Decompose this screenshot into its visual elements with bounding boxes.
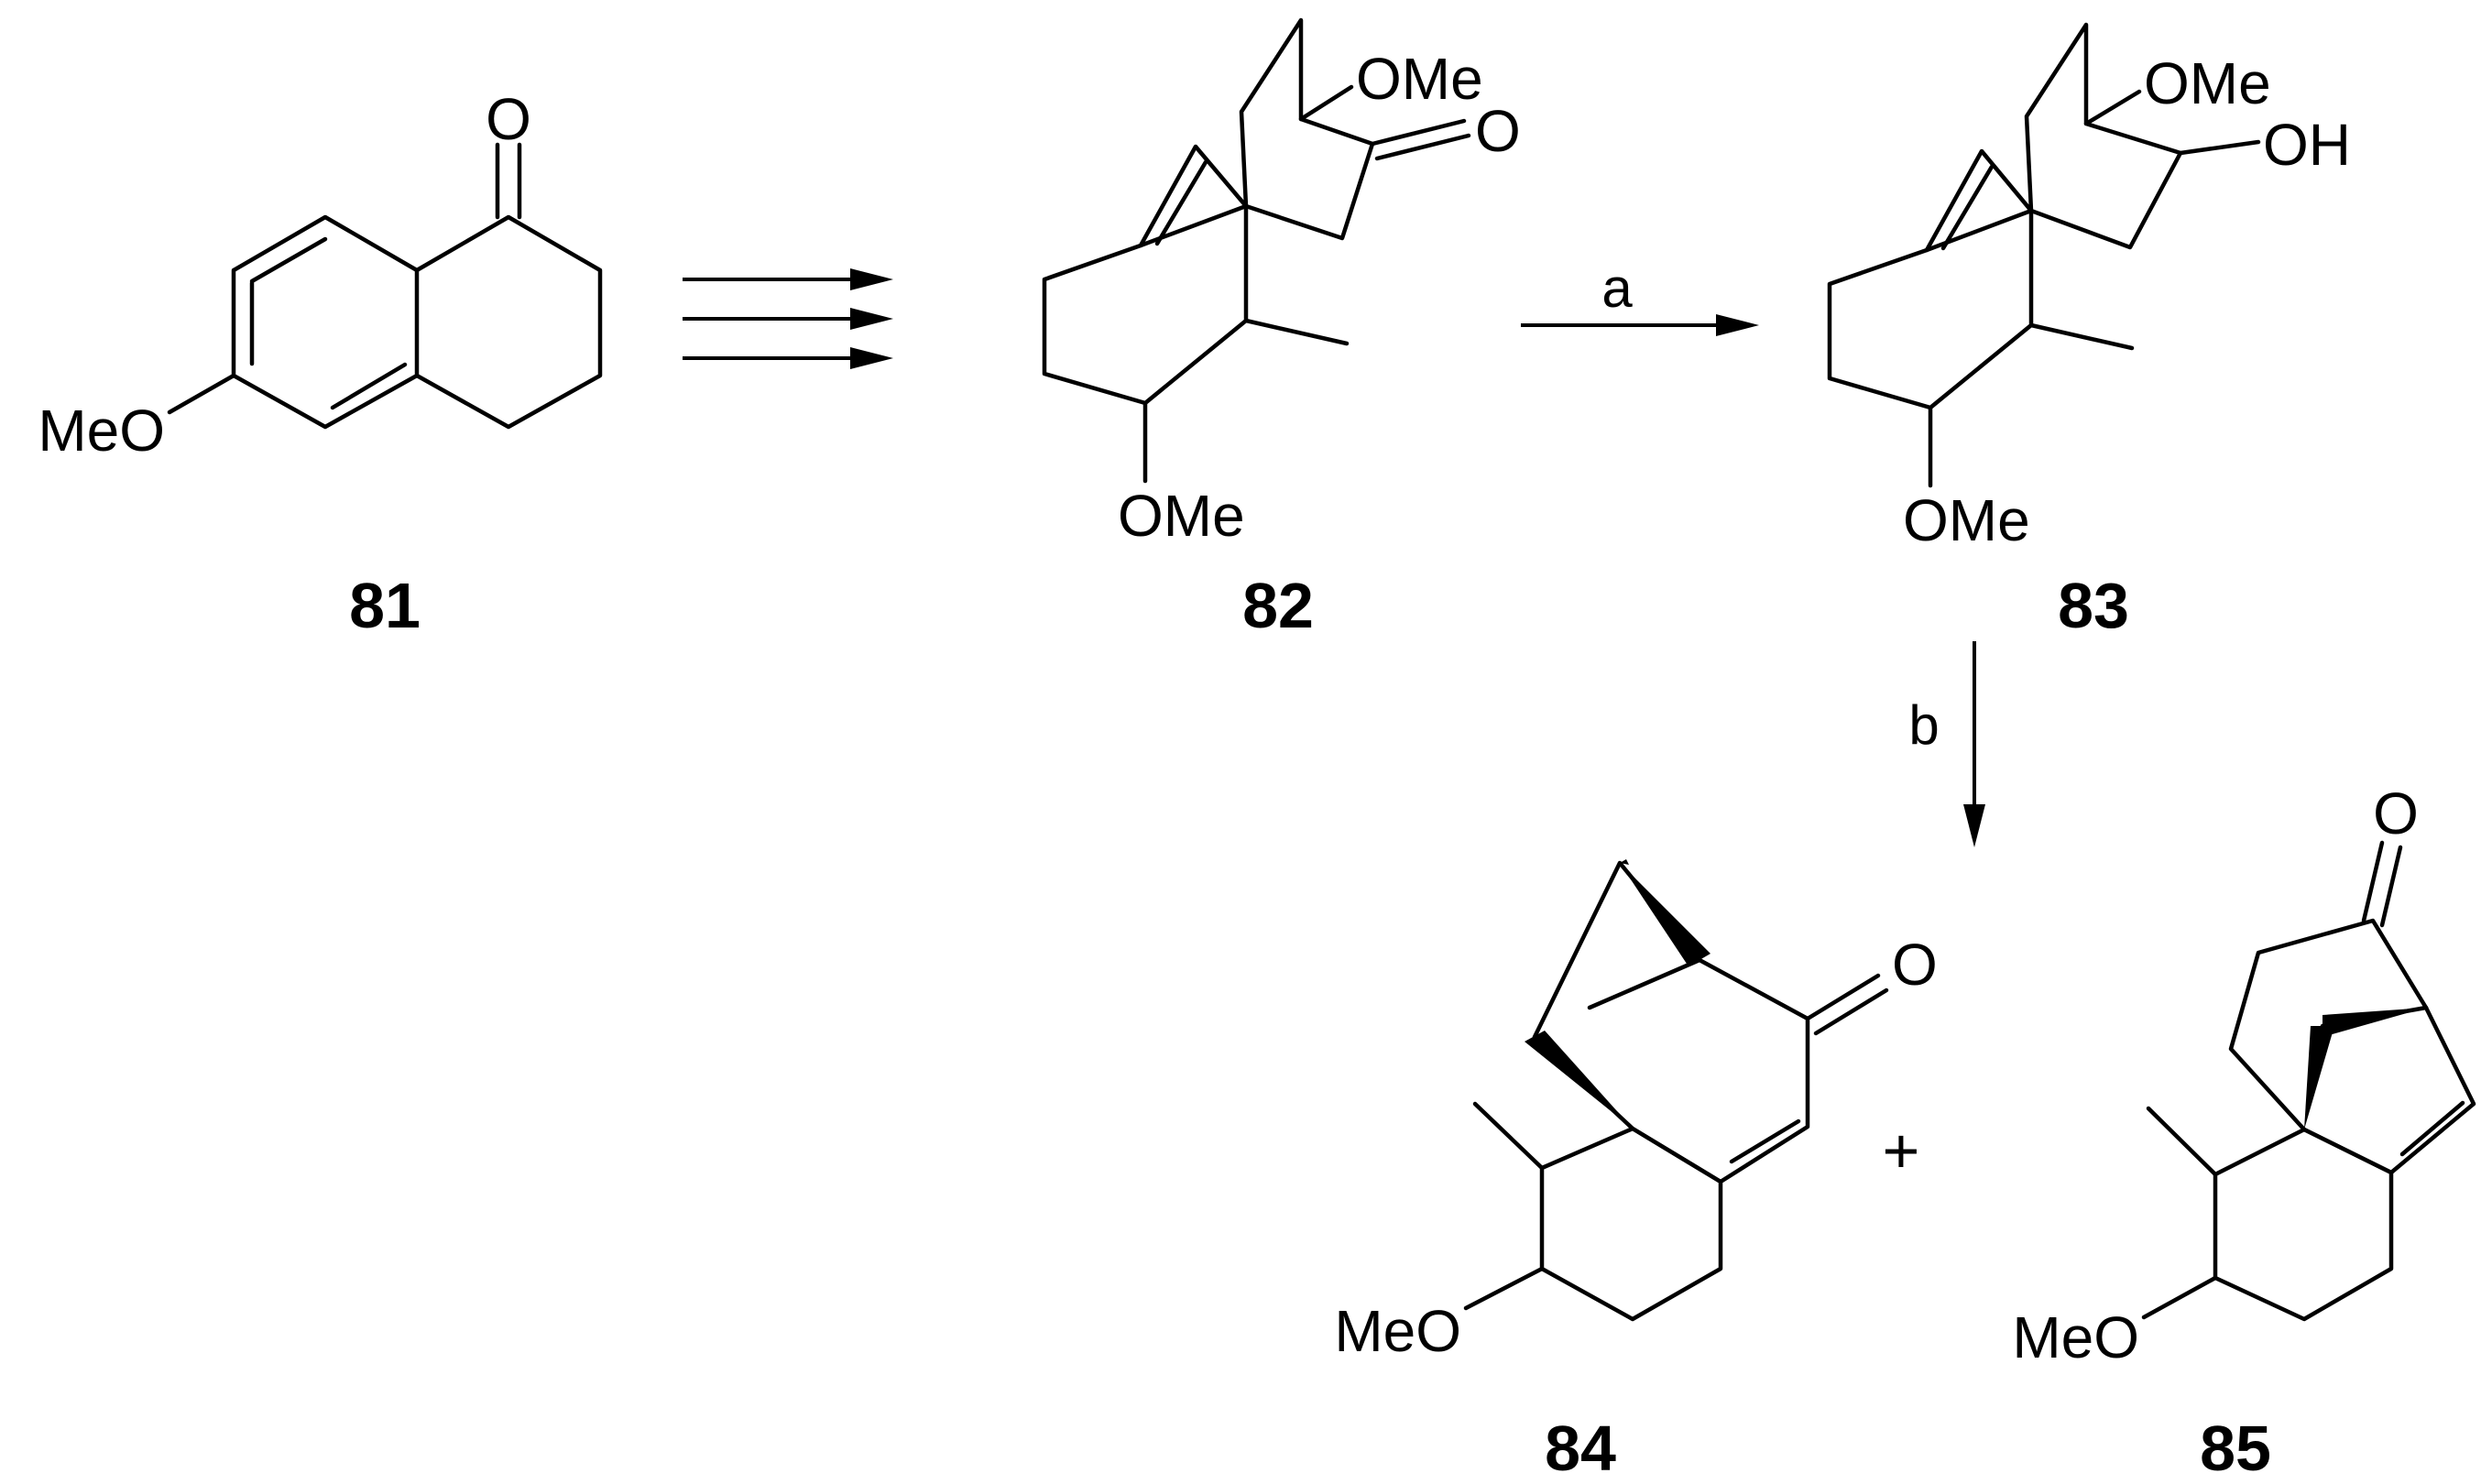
step-a-arrow	[1521, 314, 1759, 336]
compound-81-structure	[167, 142, 603, 430]
step-b-arrow	[1963, 641, 1985, 847]
compound-84-carbonyl-o: O	[1892, 932, 1938, 998]
compound-84-wedge-top	[1620, 859, 1629, 865]
step-a-label: a	[1601, 257, 1633, 319]
compound-82-methoxy-top: OMe	[1356, 46, 1483, 112]
compound-84-methoxy: MeO	[1334, 1298, 1461, 1364]
compound-82-carbonyl-o: O	[1475, 98, 1521, 164]
compound-84-wedge-bridge	[1620, 863, 1710, 966]
compound-83-methoxy-top: OMe	[2144, 50, 2271, 116]
plus-sign: +	[1883, 1115, 1920, 1186]
compound-83-methoxy-bottom: OMe	[1903, 487, 2030, 553]
compound-85-structure	[2141, 840, 2476, 1322]
compound-85-carbonyl-o: O	[2373, 780, 2419, 846]
compound-85-label: 85	[2200, 1413, 2271, 1484]
compound-82-methoxy-bottom: OMe	[1118, 483, 1245, 549]
compound-84-structure	[1463, 860, 1889, 1322]
compound-85-wedge-quaternary	[2304, 1026, 2334, 1129]
compound-82-label: 82	[1242, 570, 1314, 641]
compound-81-carbonyl-o: O	[486, 86, 531, 152]
compound-85-wedge-bridge	[2323, 1008, 2426, 1037]
step-b-label: b	[1908, 694, 1939, 756]
compound-83-hydroxyl: OH	[2263, 112, 2351, 178]
compound-83-label: 83	[2058, 570, 2129, 641]
compound-84-label: 84	[1545, 1413, 1616, 1484]
compound-85-methoxy: MeO	[2012, 1304, 2139, 1370]
compound-81-methoxy: MeO	[38, 398, 165, 464]
compound-81-label: 81	[349, 570, 421, 641]
compound-84-wedge-quaternary	[1525, 1031, 1633, 1129]
multistep-arrow	[683, 268, 893, 369]
compound-82-structure	[1042, 17, 1471, 484]
compound-83-structure	[1827, 22, 2261, 488]
